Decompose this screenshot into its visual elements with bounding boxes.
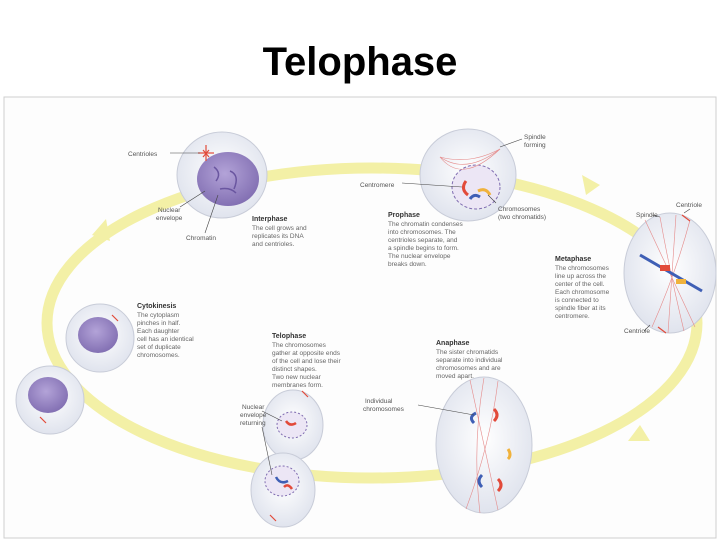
nuclear-envelope-returning-label-2: envelope xyxy=(240,412,267,419)
nuclear-envelope-label-2: envelope xyxy=(156,215,183,222)
cytokinesis-line: Each daughter xyxy=(137,328,180,335)
metaphase-line: line up across the xyxy=(555,273,606,280)
telophase-line: gather at opposite ends xyxy=(272,350,341,357)
nuclear-envelope-label-1: Nuclear xyxy=(158,207,181,214)
telophase-line: The chromosomes xyxy=(272,342,327,349)
prophase-line: into chromosomes. The xyxy=(388,229,456,236)
individual-chromosomes-label-1: Individual xyxy=(365,398,393,405)
metaphase-heading: Metaphase xyxy=(555,256,591,263)
cytokinesis-line: The cytoplasm xyxy=(137,312,179,319)
spindle-callout: Spindle xyxy=(636,212,660,219)
spindle-label: Spindle xyxy=(636,212,658,219)
anaphase-line: separate into individual xyxy=(436,357,503,364)
nuclear-envelope-returning-label-3: returning xyxy=(240,420,266,427)
nuclear-envelope-returning-label-1: Nuclear xyxy=(242,404,265,411)
prophase-line: breaks down. xyxy=(388,261,427,268)
chromatin-label: Chromatin xyxy=(186,235,216,242)
telophase-line: of the cell and lose their xyxy=(272,358,341,365)
spindle-forming-label-1: Spindle xyxy=(524,134,546,141)
interphase-line: The cell grows and xyxy=(252,225,307,232)
chromosomes-label-2: (two chromatids) xyxy=(498,214,546,221)
cytokinesis-line: cell has an identical xyxy=(137,336,194,343)
metaphase-line: spindle fiber at its xyxy=(555,305,606,312)
centrioles-label: Centrioles xyxy=(128,151,158,158)
slide-title: Telophase xyxy=(0,40,720,85)
prophase-heading: Prophase xyxy=(388,212,420,219)
interphase-line: replicates its DNA xyxy=(252,233,304,240)
metaphase-line: is connected to xyxy=(555,297,599,304)
metaphase-line: center of the cell. xyxy=(555,281,605,288)
prophase-line: The nuclear envelope xyxy=(388,253,451,260)
telophase-line: distinct shapes. xyxy=(272,366,317,373)
metaphase-cell xyxy=(624,213,716,333)
chromosomes-label-1: Chromosomes xyxy=(498,206,541,213)
prophase-line: centrioles separate, and xyxy=(388,237,458,244)
cytokinesis-line: pinches in half. xyxy=(137,320,181,327)
anaphase-line: The sister chromatids xyxy=(436,349,499,356)
cytokinesis-heading: Cytokinesis xyxy=(137,303,176,310)
metaphase-line: The chromosomes xyxy=(555,265,610,272)
prophase-line: a spindle begins to form. xyxy=(388,245,459,252)
spindle-forming-label-2: forming xyxy=(524,142,546,149)
telophase-line: membranes form. xyxy=(272,382,323,389)
interphase-cell xyxy=(177,132,267,218)
anaphase-cell xyxy=(436,377,532,513)
metaphase-line: centromere. xyxy=(555,313,590,320)
centriole-right-label: Centriole xyxy=(676,202,702,209)
interphase-heading: Interphase xyxy=(252,216,288,223)
cytokinesis-line: chromosomes. xyxy=(137,352,180,359)
telophase-heading: Telophase xyxy=(272,333,306,340)
prophase-line: The chromatin condenses xyxy=(388,221,464,228)
cytokinesis-line: set of duplicate xyxy=(137,344,181,351)
individual-chromosomes-label-2: chromosomes xyxy=(363,406,405,413)
metaphase-line: Each chromosome xyxy=(555,289,610,296)
centriole-bottom-label: Centriole xyxy=(624,328,650,335)
telophase-line: Two new nuclear xyxy=(272,374,322,381)
anaphase-line: chromosomes and are xyxy=(436,365,501,372)
cell-cycle-diagram: Centrioles Nuclear envelope Chromatin In… xyxy=(0,95,720,540)
centromere-label: Centromere xyxy=(360,182,395,189)
anaphase-line: moved apart. xyxy=(436,373,474,380)
anaphase-heading: Anaphase xyxy=(436,340,470,347)
interphase-line: and centrioles. xyxy=(252,241,294,248)
